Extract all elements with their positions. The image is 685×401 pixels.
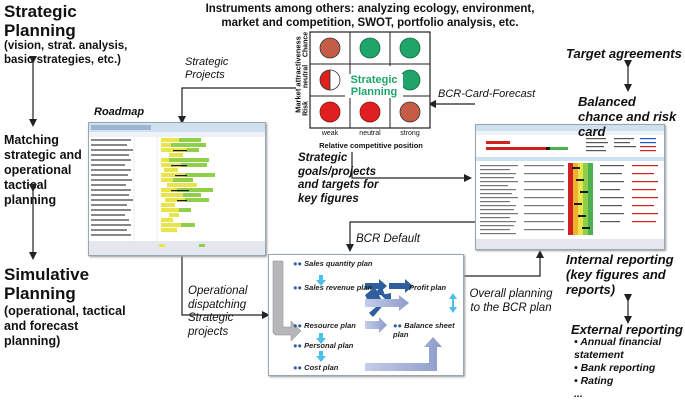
strategic-goals-label: Strategic goals/projects and targets for… — [298, 152, 379, 205]
matrix-y-tick-chance: Chance — [302, 31, 310, 58]
operational-dispatching-label: Operational dispatching Strategic projec… — [188, 285, 248, 338]
people-icon: ●● — [293, 341, 303, 350]
personal-plan: ●● Personal plan — [293, 341, 354, 350]
external-item: • Rating — [574, 375, 614, 387]
matrix-circle-green — [399, 69, 421, 91]
external-reporting-list: • Annual financial statement • Bank repo… — [574, 336, 684, 401]
matrix-circle-red — [359, 101, 381, 123]
strategic-planning-title: Strategic Planning — [4, 2, 77, 40]
matrix-circle-green — [359, 37, 381, 59]
strategic-projects-label: Strategic Projects — [185, 56, 229, 81]
planning-flow-panel: ●● Sales quantity plan ●● Sales revenue … — [268, 254, 464, 376]
overall-planning-line — [462, 250, 544, 277]
instruments-label: Instruments among others: analyzing ecol… — [205, 3, 535, 29]
matrix-y-axis-label: Market attractiveness — [293, 36, 303, 113]
matrix-half-circle — [319, 69, 331, 91]
planning-flow-arrows — [272, 260, 457, 371]
matrix-x-tick-neutral: neutral — [359, 130, 381, 137]
people-icon: ●● — [293, 363, 303, 372]
strategic-projects-line — [178, 87, 296, 124]
external-item: • Bank reporting — [574, 362, 656, 374]
dispatch-line — [181, 252, 270, 319]
matrix-circle-red — [319, 101, 341, 123]
balance-sheet-plan: ●● Balance sheet plan — [393, 321, 455, 339]
people-icon: ●● — [293, 259, 303, 268]
people-icon: ●● — [393, 321, 403, 330]
internal-reporting-label: Internal reporting (key figures and repo… — [566, 252, 674, 297]
bcr-card-table — [476, 125, 664, 249]
bcr-default-label: BCR Default — [356, 233, 420, 245]
external-item: ... — [574, 388, 583, 400]
overall-planning-label: Overall planning to the BCR plan — [469, 288, 553, 314]
roadmap-gantt — [89, 123, 265, 255]
profit-plan: Profit plan — [409, 283, 447, 292]
cost-plan: ●● Cost plan — [293, 363, 339, 372]
simulative-planning-title: Simulative Planning — [4, 265, 90, 303]
matrix-x-tick-weak: weak — [321, 130, 339, 137]
external-reporting-label: External reporting — [571, 322, 683, 337]
goals-line — [351, 152, 472, 182]
matrix-center-label: Strategic Planning — [345, 74, 403, 98]
balanced-card-label: Balanced chance and risk card — [578, 94, 677, 139]
people-icon: ●● — [293, 283, 303, 292]
matrix-x-axis-label: Relative competitive position — [319, 141, 423, 150]
bcr-default-line — [346, 221, 475, 252]
external-item: • Annual financial statement — [574, 336, 662, 361]
matrix-circle-hatched — [319, 37, 341, 59]
bcr-card-screenshot — [475, 124, 665, 250]
simulative-planning-subtitle: (operational, tactical and forecast plan… — [4, 304, 126, 348]
roadmap-screenshot — [88, 122, 266, 256]
resource-plan: ●● Resource plan — [293, 321, 356, 330]
sales-quantity-plan: ●● Sales quantity plan — [293, 259, 373, 268]
target-agreements-label: Target agreements — [566, 46, 682, 61]
matrix-circle-green — [399, 37, 421, 59]
matrix-y-tick-risk: Risk — [302, 101, 310, 116]
bcr-card-forecast-label: BCR-Card-Forecast — [438, 88, 536, 100]
matrix-x-tick-strong: strong — [400, 130, 420, 137]
people-icon: ●● — [293, 321, 303, 330]
sales-revenue-plan: ●● Sales revenue plan — [293, 283, 373, 292]
matrix-circle-hatched — [399, 101, 421, 123]
matrix-y-tick-neutral: neutral — [302, 64, 310, 89]
roadmap-label: Roadmap — [94, 106, 145, 118]
